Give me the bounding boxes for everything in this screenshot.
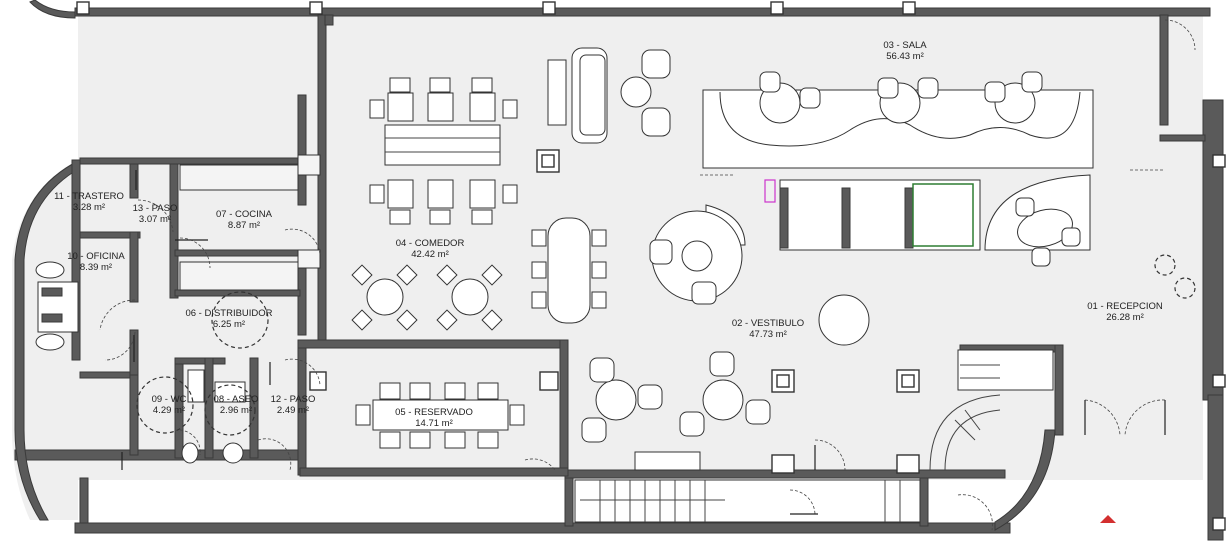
comedor-furniture [351,77,607,331]
office-bath-fixtures [35,261,246,464]
bar-counter [649,174,1091,305]
sala-bench [702,71,1094,169]
reservado-furniture [355,382,525,449]
stairs [574,349,1054,523]
window-markers [76,1,1226,531]
vestibulo-furniture [581,294,870,443]
pillars [309,149,920,474]
north-marker [1100,515,1116,523]
doors [99,19,1196,531]
clearance-circles [136,254,1196,436]
kitchen-counters [179,154,321,291]
interior-walls [79,14,1206,477]
exterior-walls [14,0,1224,541]
lounge-furniture [547,47,671,144]
